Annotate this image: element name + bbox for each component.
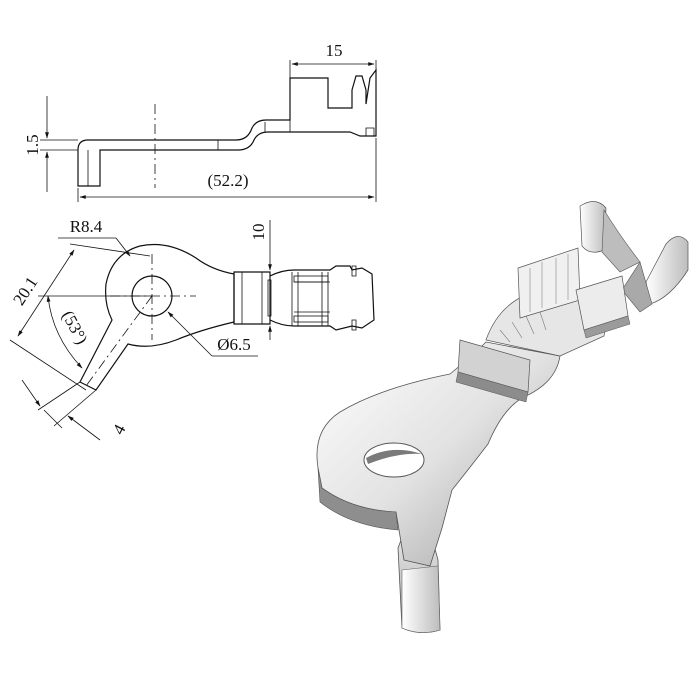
dim-15-label: 15 xyxy=(326,41,343,60)
dim-overall-length: (52.2) xyxy=(77,138,377,202)
dim-20-1-label: 20.1 xyxy=(9,273,41,308)
side-view xyxy=(77,68,377,188)
dim-hole-diameter: Ø6.5 xyxy=(167,311,258,357)
isometric-view xyxy=(316,201,689,633)
dim-52-2-label: (52.2) xyxy=(207,171,248,190)
dim-1-5-label: 1.5 xyxy=(23,134,42,155)
dim-ring-radius: R8.4 xyxy=(58,217,131,257)
dim-10-label: 10 xyxy=(249,224,268,241)
dim-6-5-label: Ø6.5 xyxy=(217,335,251,354)
dim-4-label: 4 xyxy=(109,421,130,438)
dim-tip-width: 4 xyxy=(21,379,130,441)
dim-barrel-width: 10 xyxy=(249,220,272,340)
dim-r8-4-label: R8.4 xyxy=(70,217,103,236)
dim-thickness: 1.5 xyxy=(23,96,78,192)
dim-barrel-length: 15 xyxy=(289,41,377,80)
top-view xyxy=(79,243,375,391)
dim-53-label: (53°) xyxy=(58,307,91,347)
